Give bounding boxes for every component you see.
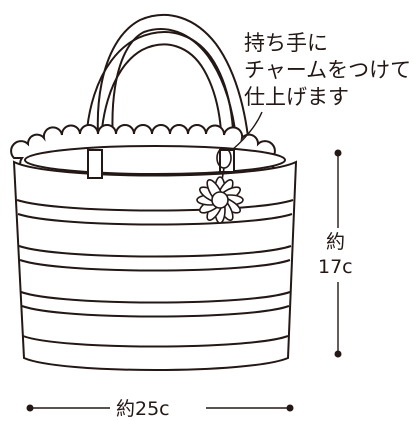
note-line-3: 仕上げます xyxy=(244,85,349,109)
height-label-line-1: 約 xyxy=(326,231,345,253)
charm-center xyxy=(211,191,229,209)
stripe-3 xyxy=(18,245,292,258)
bag-opening xyxy=(24,145,286,175)
height-label-line-2: 17c xyxy=(318,256,353,278)
leader-line xyxy=(231,111,263,151)
stripe-4 xyxy=(19,259,291,272)
stripe-2 xyxy=(17,213,293,226)
bag-body xyxy=(12,160,298,371)
note-line-1: 持ち手に xyxy=(244,31,328,55)
stripe-1 xyxy=(16,199,294,212)
charm-note: 持ち手に チャームをつけて 仕上げます xyxy=(231,31,411,151)
note-line-2: チャームをつけて xyxy=(244,58,411,82)
width-dimension: 約25c xyxy=(26,398,294,420)
stripe-5 xyxy=(20,291,291,304)
stripe-6 xyxy=(21,305,290,318)
width-label: 約25c xyxy=(116,398,170,420)
height-dimension: 約 17c xyxy=(318,149,353,358)
stripe-7 xyxy=(22,335,289,348)
flower-charm xyxy=(196,147,244,224)
